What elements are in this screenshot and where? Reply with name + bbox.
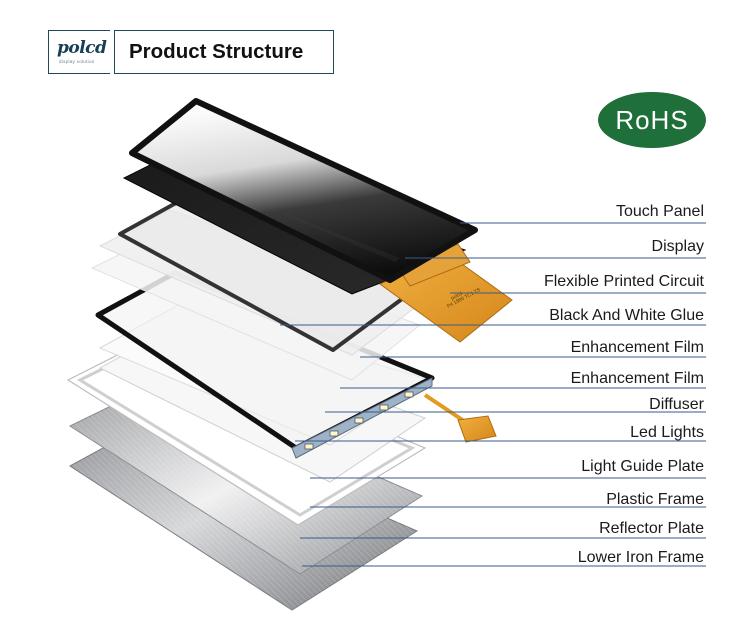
svg-text:polcd: polcd	[450, 291, 464, 302]
label-led-lights: Led Lights	[630, 424, 704, 441]
brand-logo: polcd display solution	[48, 30, 110, 74]
label-enhancement-film-1: Enhancement Film	[570, 339, 704, 356]
black-frame-layer	[95, 270, 497, 459]
logo-subtext: display solution	[59, 59, 95, 64]
leader-lines	[280, 222, 706, 567]
rohs-badge-text: RoHS	[615, 104, 689, 135]
label-diffuser: Diffuser	[649, 396, 704, 413]
led-lights	[304, 391, 414, 450]
label-touch-panel: Touch Panel	[615, 203, 704, 220]
title-box: Product Structure	[114, 30, 334, 74]
label-black-and-white-glue: Black And White Glue	[549, 307, 704, 324]
label-flexible-printed-circuit: Flexible Printed Circuit	[543, 273, 704, 290]
fpc-layer: polcd P4 1880 TC1 TS	[379, 243, 513, 343]
label-display: Display	[651, 238, 704, 255]
touch-panel-layer	[129, 98, 478, 283]
page-title: Product Structure	[129, 40, 304, 63]
logo-text: polcd	[57, 38, 107, 58]
rohs-badge: RoHS	[598, 92, 706, 148]
header: polcd display solution Product Structure	[48, 30, 334, 74]
label-plastic-frame: Plastic Frame	[606, 491, 704, 508]
label-lower-iron-frame: Lower Iron Frame	[577, 549, 704, 566]
label-light-guide-plate: Light Guide Plate	[581, 458, 704, 475]
label-enhancement-film-2: Enhancement Film	[570, 370, 704, 387]
label-reflector-plate: Reflector Plate	[599, 520, 704, 537]
